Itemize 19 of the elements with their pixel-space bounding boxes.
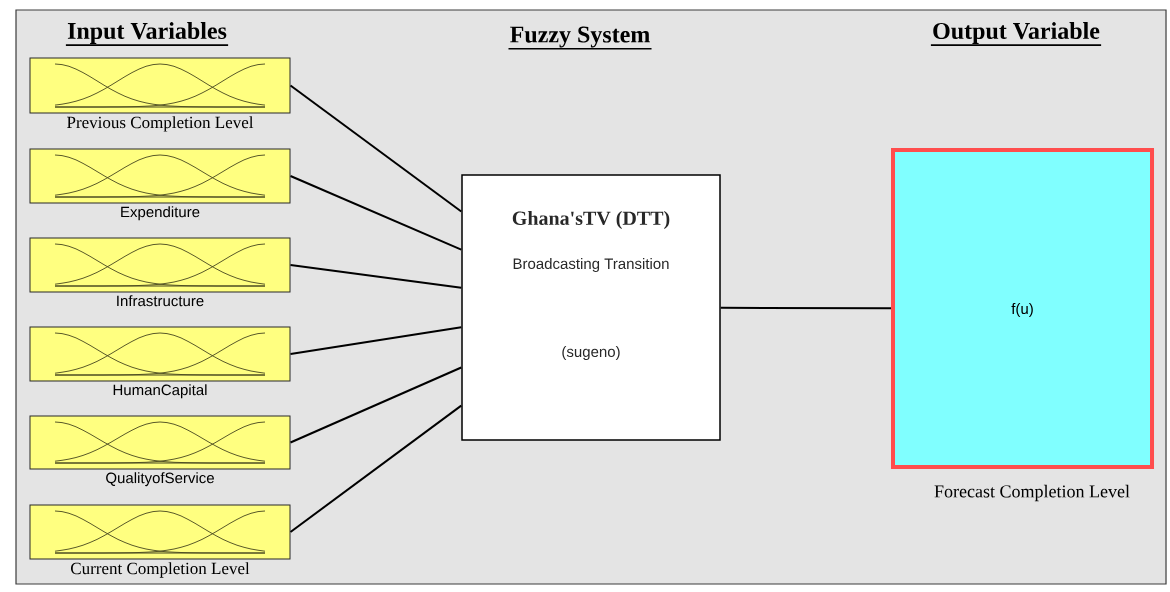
variable-label: Current Completion Level bbox=[71, 562, 250, 578]
connector-line bbox=[719, 306, 892, 310]
variable-label: Previous Completion Level bbox=[67, 116, 254, 132]
connector-line bbox=[289, 175, 463, 251]
variable-label: Infrastructure bbox=[117, 295, 204, 307]
variable-label: HumanCapital bbox=[113, 384, 207, 399]
variable-label: QualityofService bbox=[106, 472, 214, 487]
heading: Output Variable bbox=[930, 22, 1102, 46]
connector-line bbox=[289, 326, 463, 355]
heading: Fuzzy System bbox=[507, 26, 653, 50]
connector-line bbox=[289, 366, 463, 444]
heading: Input Variables bbox=[65, 22, 229, 46]
connector-line bbox=[289, 264, 463, 289]
connector-line bbox=[289, 404, 463, 533]
variable-label: Expenditure bbox=[121, 206, 200, 221]
connector-line bbox=[289, 84, 463, 213]
output-box: f(u) bbox=[891, 148, 1154, 469]
fuzzy-system-box: Ghana'sTV (DTT) Broadcasting Transition (sugeno) bbox=[461, 174, 721, 441]
variable-label: Forecast Completion Level bbox=[934, 484, 1130, 502]
